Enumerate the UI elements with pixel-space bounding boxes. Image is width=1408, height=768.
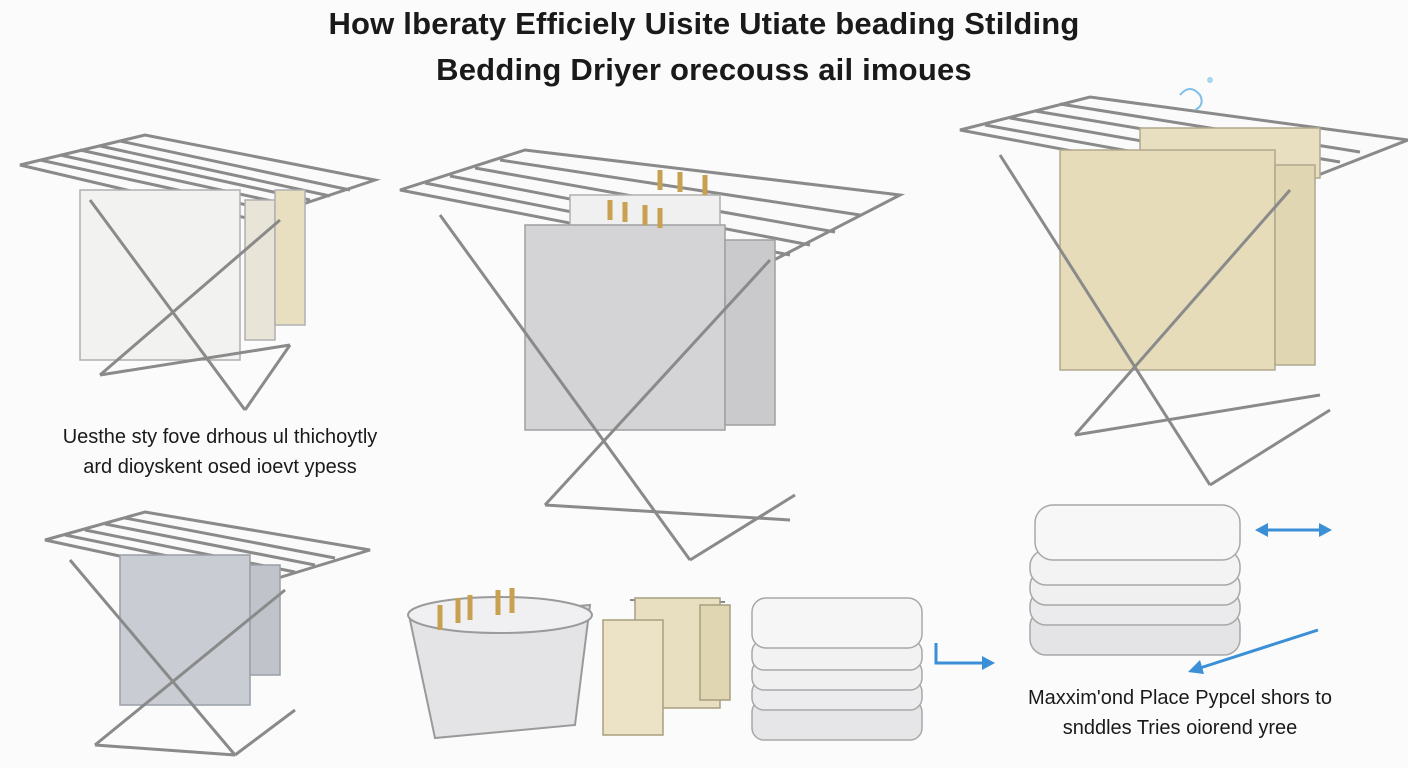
page-title-line1: How lberaty Efficiely Uisite Utiate bead…	[328, 6, 1080, 41]
folded-sheets-stack-center	[751, 597, 923, 741]
caption-left-line1: Uesthe sty fove drhous ul thichoytly	[62, 426, 378, 448]
drying-rack-bottom-left	[44, 510, 371, 757]
diagonal-arrow-icon	[1188, 628, 1319, 674]
caption-right: Maxxim'ond Place Pypcel shors to snddles…	[985, 683, 1375, 743]
hanging-towels	[602, 597, 731, 736]
drying-rack-center	[399, 148, 906, 562]
arrow-icons	[934, 523, 1332, 674]
double-arrow-icon	[1255, 523, 1332, 537]
caption-left-line2: ard dioyskent osed ioevt ypess	[83, 456, 357, 478]
folded-sheets-stack-right	[1029, 504, 1241, 656]
caption-right-line1: Maxxim'ond Place Pypcel shors to	[1028, 687, 1332, 709]
caption-right-line2: snddles Tries oiorend yree	[1062, 717, 1298, 739]
laundry-basket	[407, 588, 593, 740]
caption-left: Uesthe sty fove drhous ul thichoytly ard…	[20, 422, 420, 482]
page-title-line2: Bedding Driyer orecouss ail imoues	[436, 52, 972, 87]
bent-arrow-icon	[934, 643, 995, 670]
clothespins-center	[607, 170, 708, 228]
drying-rack-top-right	[959, 77, 1408, 487]
drying-rack-top-left	[19, 133, 381, 411]
